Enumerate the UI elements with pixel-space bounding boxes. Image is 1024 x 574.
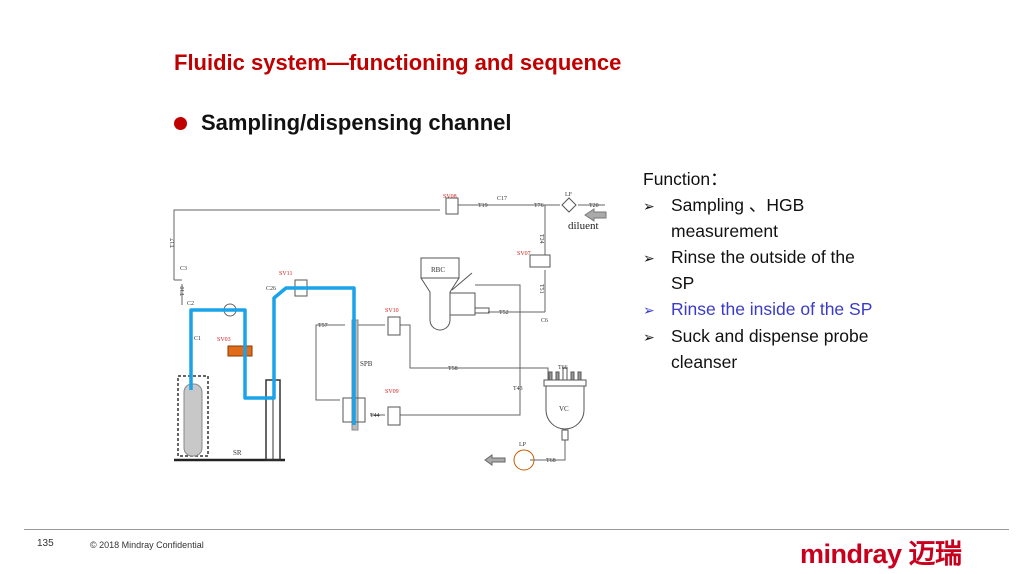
- tube-line: [475, 284, 521, 385]
- sample-tube: [183, 383, 203, 457]
- tube-line: [400, 385, 521, 416]
- rbc-bath: [420, 257, 490, 331]
- valve-sv08: [445, 197, 459, 215]
- arrowhead-bullet-icon: ➢: [643, 329, 655, 345]
- tube-label: T19: [478, 203, 488, 209]
- tube-label: T10: [180, 286, 186, 296]
- diluent-label: diluent: [568, 220, 599, 232]
- valve-label: SV11: [279, 271, 292, 277]
- arrowhead-bullet-icon: ➢: [643, 302, 655, 318]
- lp-label: LP: [519, 442, 527, 448]
- connector-label: C26: [266, 286, 276, 292]
- tube-label: T66: [558, 365, 568, 371]
- tube-label: T52: [499, 310, 509, 316]
- function-item-text: Sampling 、HGB measurement: [671, 195, 805, 241]
- valve-label: SV10: [385, 308, 399, 314]
- spb-label: SPB: [360, 360, 373, 368]
- tube-label: T58: [448, 366, 458, 372]
- connector-label: C2: [187, 301, 194, 307]
- arrowhead-bullet-icon: ➢: [643, 198, 655, 214]
- fluidic-diagram: SR RBC SPB VC LP LF diluent SV08 S: [170, 192, 607, 471]
- bullet-dot-icon: [174, 116, 187, 130]
- mindray-logo: mindray 迈瑞: [800, 539, 962, 569]
- connector-label: C1: [194, 336, 201, 342]
- arrowhead-bullet-icon: ➢: [643, 250, 655, 266]
- lp-pump: [513, 449, 535, 471]
- slide-title: Fluidic system—functioning and sequence: [174, 50, 622, 75]
- tube-line: [530, 440, 566, 461]
- function-item-text: Rinse the outside of the SP: [671, 247, 855, 293]
- vc-label: VC: [559, 405, 569, 413]
- connector-label: C17: [497, 196, 507, 202]
- function-item: ➢ Suck and dispense probe cleanser: [643, 323, 883, 375]
- copyright-text: © 2018 Mindray Confidential: [90, 540, 204, 550]
- valve-label: SV03: [217, 337, 231, 343]
- valve-label: SV08: [443, 194, 457, 200]
- tube-label: T51: [538, 284, 544, 294]
- valve-label: SV09: [385, 389, 399, 395]
- tube-label: T68: [546, 458, 556, 464]
- tube-line: [173, 209, 440, 280]
- tube-label: T76: [534, 203, 544, 209]
- valve-sv09: [387, 406, 401, 426]
- valve-sv03: [227, 345, 253, 357]
- sr-label: SR: [233, 449, 242, 457]
- page-number: 135: [37, 538, 54, 549]
- connector-label: C3: [180, 266, 187, 272]
- connector-label: C6: [541, 318, 548, 324]
- valve-label: SV07: [517, 251, 531, 257]
- diluent-arrow-icon: [584, 208, 607, 222]
- function-item-text: Rinse the inside of the SP: [671, 299, 873, 319]
- function-item: ➢ Sampling 、HGB measurement: [643, 192, 883, 244]
- valve-sv07: [529, 254, 551, 268]
- tube-label: T24: [538, 234, 544, 244]
- tube-label: T43: [513, 386, 523, 392]
- tube-line: [315, 324, 345, 401]
- function-list: Function： ➢ Sampling 、HGB measurement ➢ Ri…: [643, 166, 883, 375]
- function-item: ➢ Rinse the outside of the SP: [643, 244, 883, 296]
- function-heading: Function：: [643, 169, 728, 189]
- vc-chamber: [543, 367, 587, 441]
- function-item-highlighted: ➢ Rinse the inside of the SP: [643, 296, 883, 323]
- tube-line: [400, 324, 549, 380]
- valve-sv10: [387, 316, 401, 336]
- lf-filter: [561, 197, 577, 213]
- function-item-text: Suck and dispense probe cleanser: [671, 326, 869, 372]
- section-heading: Sampling/dispensing channel: [174, 110, 512, 136]
- tube-label: T57: [318, 323, 328, 329]
- tube-label: T17: [170, 238, 176, 248]
- rbc-label: RBC: [431, 266, 445, 274]
- flow-path: [189, 286, 356, 425]
- lf-label: LF: [565, 192, 573, 198]
- tube-label: T44: [370, 413, 380, 419]
- waste-arrow-icon: [484, 454, 506, 466]
- footer-divider: [24, 529, 1009, 530]
- section-heading-text: Sampling/dispensing channel: [201, 110, 512, 135]
- tube-label: T20: [589, 203, 599, 209]
